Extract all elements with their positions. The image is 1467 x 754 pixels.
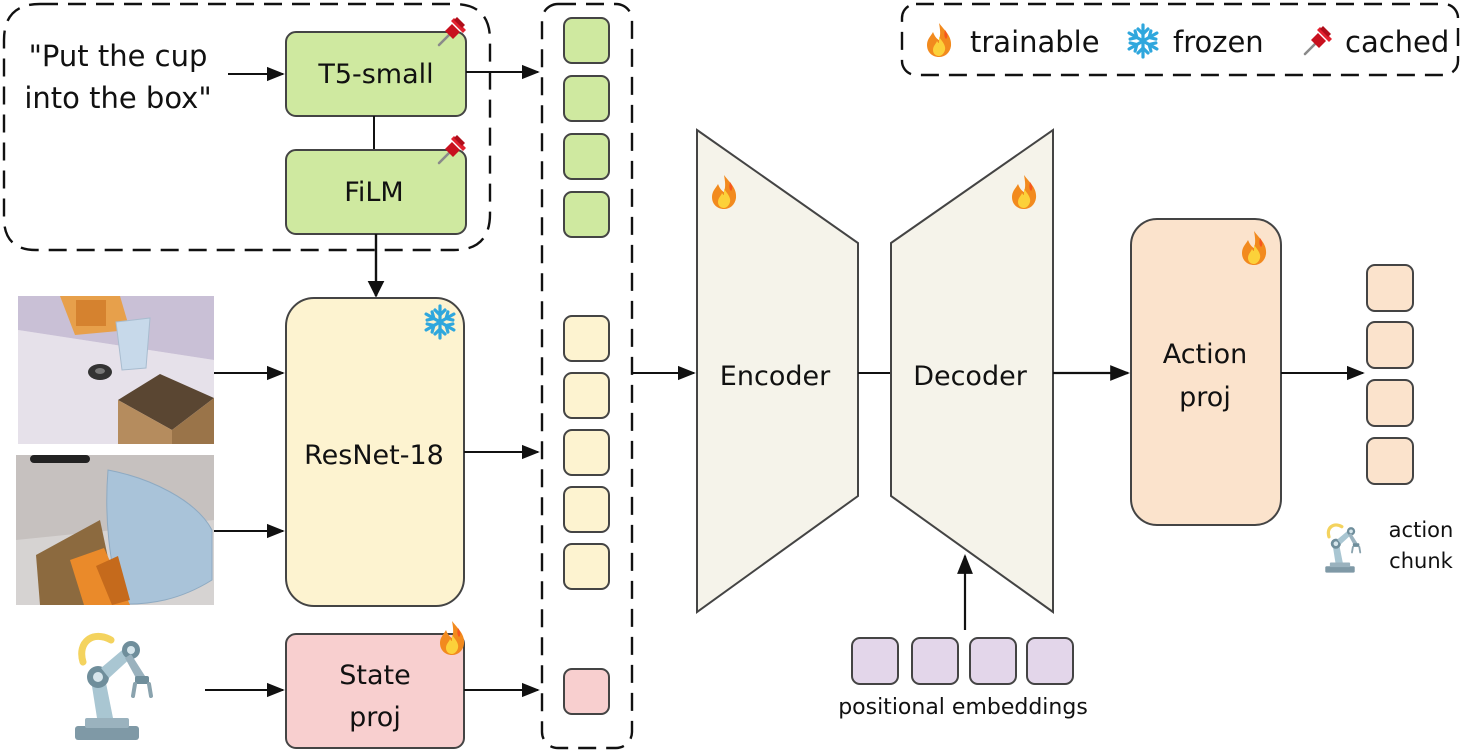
decoder-block xyxy=(890,128,1054,614)
positional-embedding-tokens xyxy=(851,637,1074,685)
pushpin-icon xyxy=(1303,24,1334,56)
token xyxy=(1366,437,1414,485)
instruction-text-line1: "Put the cup xyxy=(29,39,208,73)
token xyxy=(563,191,610,238)
camera-image-bottom xyxy=(16,455,214,605)
positional-embeddings-label: positional embeddings xyxy=(838,695,1088,720)
legend-cached-label: cached xyxy=(1345,25,1449,59)
token xyxy=(969,637,1017,685)
legend-trainable-label: trainable xyxy=(970,25,1100,59)
token xyxy=(851,637,899,685)
legend-box xyxy=(900,2,1460,77)
legend: trainable frozen cached xyxy=(900,2,1460,77)
state-proj-label-line1: State xyxy=(339,660,410,691)
t5-small-label: T5-small xyxy=(317,59,433,90)
action-proj-label-line2: proj xyxy=(1179,382,1231,413)
action-chunk-label-line2: chunk xyxy=(1389,549,1453,573)
action-chunk-label-line1: action xyxy=(1389,518,1454,542)
encoder-block xyxy=(696,128,859,614)
fire-icon xyxy=(927,23,952,57)
token xyxy=(563,315,610,362)
legend-frozen-label: frozen xyxy=(1173,25,1264,59)
token xyxy=(563,17,610,64)
robot-arm-icon xyxy=(1323,523,1362,575)
token xyxy=(563,543,610,590)
token xyxy=(563,372,610,419)
token xyxy=(911,637,959,685)
token xyxy=(563,75,610,122)
snowflake-icon xyxy=(1127,23,1159,59)
t5-small-block xyxy=(285,31,467,117)
encoder-label: Encoder xyxy=(720,361,831,392)
action-proj-block xyxy=(1130,218,1282,526)
instruction-text-line2: into the box" xyxy=(24,81,211,115)
language-tokens xyxy=(563,17,610,238)
token-column-border xyxy=(540,2,634,750)
token xyxy=(563,133,610,180)
language-group-border xyxy=(2,2,492,252)
camera-image-top xyxy=(18,296,214,444)
fire-icon xyxy=(440,621,465,655)
action-proj-label-line1: Action xyxy=(1163,339,1248,370)
image-tokens xyxy=(563,315,610,590)
action-chunk-tokens xyxy=(1366,264,1414,485)
state-proj-label-line2: proj xyxy=(349,702,401,733)
robot-arm-icon xyxy=(75,636,151,740)
token xyxy=(1366,379,1414,427)
token xyxy=(563,429,610,476)
token xyxy=(563,486,610,533)
film-label: FiLM xyxy=(344,177,403,208)
token xyxy=(1026,637,1074,685)
resnet-label: ResNet-18 xyxy=(304,440,444,471)
token xyxy=(1366,264,1414,312)
state-token xyxy=(563,668,610,715)
token xyxy=(1366,321,1414,369)
decoder-label: Decoder xyxy=(913,361,1028,392)
